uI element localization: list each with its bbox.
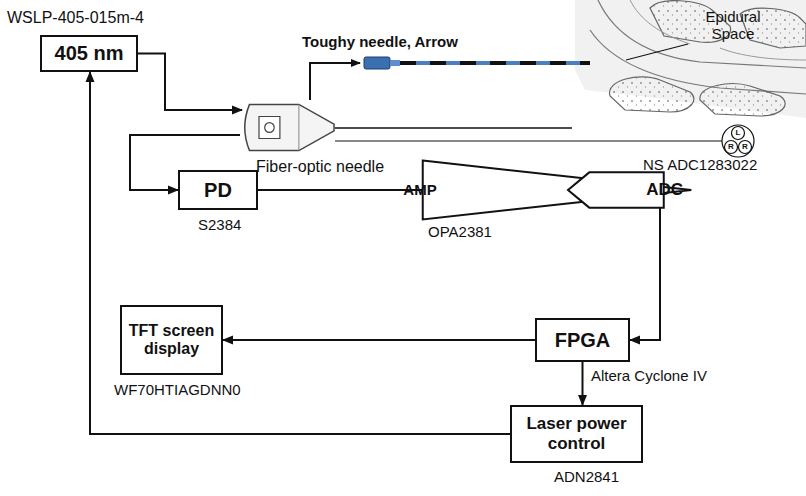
spine-sketch (575, 0, 806, 118)
box-title: TFT screen display (122, 322, 221, 359)
fiber-letter: R (728, 143, 734, 151)
part-number: NS ADC1283022 (643, 156, 757, 173)
signal-connector (90, 72, 510, 434)
fiber-cable (335, 140, 722, 141)
part-number: S2384 (198, 216, 241, 233)
fiber-letter: R (742, 143, 748, 151)
box-title: PD (204, 179, 232, 202)
fiber-letter: L (736, 129, 741, 137)
needle-shaft (335, 127, 572, 129)
box-title: AMP (403, 181, 436, 198)
fpga-box: FPGAAltera Cyclone IV (535, 318, 630, 362)
fiber-cross-section (722, 125, 754, 157)
box-title: Laser power control (512, 414, 641, 453)
part-number: WF70HTIAGDNN0 (114, 381, 241, 398)
part-number: Fiber-optic needle (256, 158, 384, 176)
part-number: OPA2381 (428, 223, 492, 240)
needle-label: Toughy needle, Arrow (302, 33, 458, 50)
power-control-box: Laser power controlADN2841 (510, 405, 643, 463)
signal-connector (138, 54, 242, 111)
adc-pentagon: ADCNS ADC1283022 (568, 172, 665, 208)
feed-arrow (310, 63, 360, 100)
part-number: WSLP-405-015m-4 (7, 9, 144, 27)
needle-handle: Fiber-optic needle (240, 100, 335, 155)
photodiode-box: PDS2384 (178, 170, 258, 210)
part-number: Altera Cyclone IV (591, 367, 707, 384)
region-label: Epidural Space (683, 8, 783, 43)
box-title: 405 nm (55, 42, 124, 65)
signal-connector (630, 190, 665, 340)
part-number: ADN2841 (554, 468, 619, 485)
toughy-needle (364, 57, 590, 69)
signal-connector (223, 339, 535, 341)
leader-line (626, 44, 688, 60)
display-box: TFT screen displayWF70HTIAGDNN0 (120, 305, 223, 375)
laser-source-box: WSLP-405-015m-4405 nm (40, 35, 138, 72)
signal-connector (258, 189, 420, 191)
box-title: FPGA (555, 329, 611, 352)
box-title: ADC (646, 180, 683, 200)
signal-connector (582, 362, 584, 405)
needle-outline (240, 100, 335, 155)
